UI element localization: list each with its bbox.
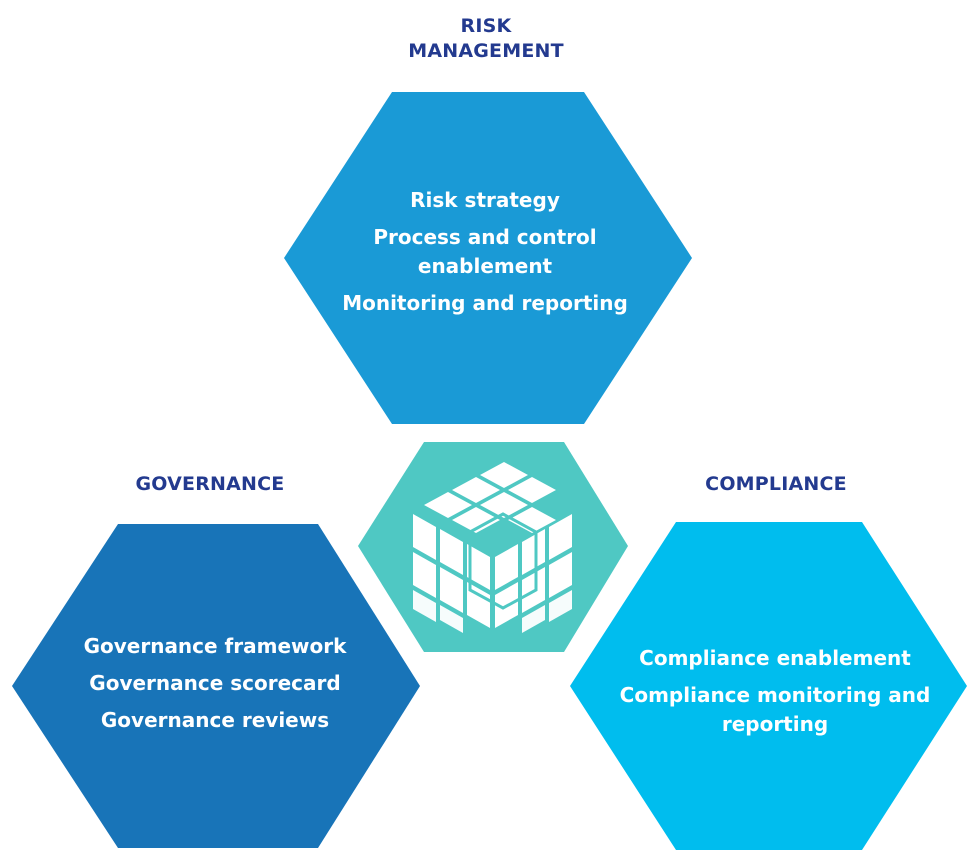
compliance-item-enablement: Compliance enablement bbox=[639, 646, 911, 670]
compliance-items: Compliance enablement Compliance monitor… bbox=[590, 644, 960, 739]
compliance-heading: COMPLIANCE bbox=[705, 473, 847, 495]
risk-heading-line2: MANAGEMENT bbox=[408, 40, 564, 62]
risk-item-strategy: Risk strategy bbox=[410, 188, 560, 212]
governance-hexagon bbox=[12, 524, 420, 848]
governance-item-scorecard: Governance scorecard bbox=[89, 671, 341, 695]
risk-management-heading: RISK MANAGEMENT bbox=[384, 14, 588, 64]
risk-item-process-line2: enablement bbox=[417, 254, 553, 278]
risk-item-monitoring: Monitoring and reporting bbox=[342, 291, 628, 315]
risk-management-items: Risk strategy Process and control enable… bbox=[300, 186, 670, 318]
governance-item-reviews: Governance reviews bbox=[100, 708, 330, 732]
compliance-item-monitoring-line2: reporting bbox=[721, 712, 829, 736]
cube-icon bbox=[413, 462, 572, 633]
risk-item-process-line1: Process and control bbox=[373, 225, 597, 249]
risk-heading-line1: RISK bbox=[460, 15, 512, 37]
compliance-hexagon bbox=[570, 522, 967, 850]
governance-items: Governance framework Governance scorecar… bbox=[40, 632, 390, 735]
governance-item-framework: Governance framework bbox=[83, 634, 347, 658]
compliance-item-monitoring-line1: Compliance monitoring and bbox=[619, 683, 931, 707]
governance-heading: GOVERNANCE bbox=[135, 473, 285, 495]
risk-management-hexagon bbox=[284, 92, 692, 424]
